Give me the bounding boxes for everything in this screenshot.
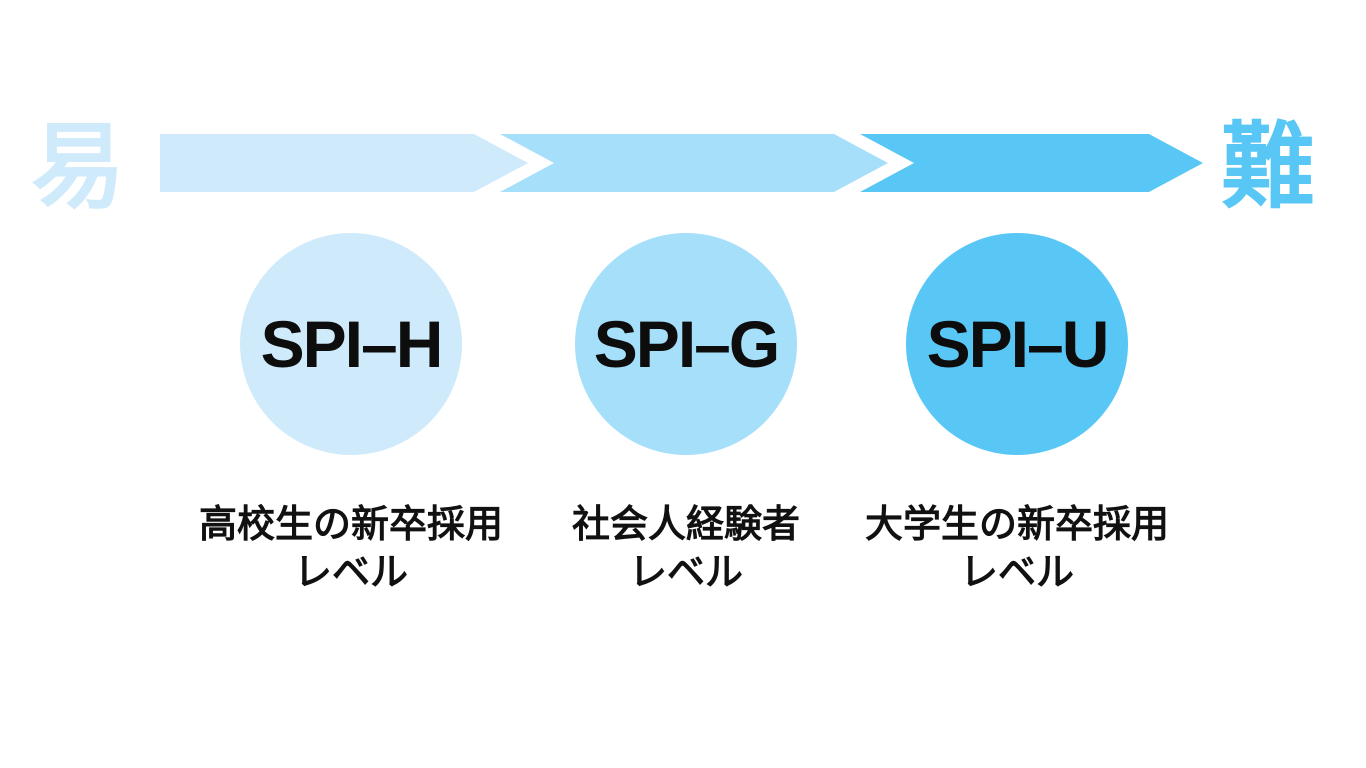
spi-g-description-line2: レベル: [628, 551, 743, 594]
spi-h-circle: SPI–H: [240, 233, 462, 455]
arrow-segment-easy: [160, 134, 528, 192]
arrow-segment-hard: [860, 134, 1203, 192]
spi-u-description-line1: 大学生の新卒採用: [864, 504, 1169, 546]
spi-u-description-line2: レベル: [959, 551, 1074, 594]
hard-kanji-label: 難: [1220, 114, 1315, 219]
arrow-segment-medium: [500, 134, 888, 192]
spi-u-circle: SPI–U: [906, 233, 1128, 455]
spi-h-description: 高校生の新卒採用 レベル: [141, 502, 561, 598]
spi-u-description: 大学生の新卒採用 レベル: [807, 502, 1227, 598]
spi-h-description-line2: レベル: [293, 551, 408, 594]
spi-g-description: 社会人経験者 レベル: [476, 502, 896, 598]
spi-g-description-line1: 社会人経験者: [571, 504, 800, 546]
spi-h-description-line1: 高校生の新卒採用: [198, 504, 503, 546]
easy-kanji-label: 易: [30, 114, 125, 219]
spi-g-circle: SPI–G: [575, 233, 797, 455]
